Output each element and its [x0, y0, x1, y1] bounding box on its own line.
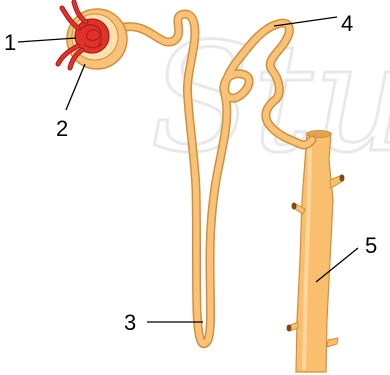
label-4: 4	[341, 11, 353, 36]
leader-line-2	[66, 64, 85, 110]
label-1: 1	[4, 30, 16, 55]
label-3: 3	[124, 310, 136, 335]
label-5: 5	[365, 233, 377, 258]
label-2: 2	[56, 116, 68, 141]
